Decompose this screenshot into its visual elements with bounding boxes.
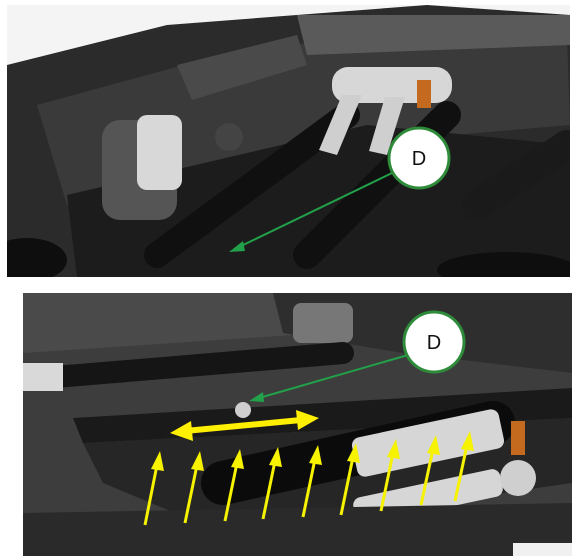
lift-arrow: [453, 431, 474, 502]
bottom-rail-upper: [32, 342, 354, 389]
lift-arrow: [261, 447, 282, 520]
top-callout-d: D: [387, 126, 451, 190]
lift-arrow: [183, 451, 204, 524]
top-callout-circle: [387, 126, 451, 190]
bottom-rail-end: [23, 363, 63, 391]
bottom-pointer-arrowhead: [249, 392, 264, 402]
bottom-mechanism-illustration: D: [23, 293, 572, 556]
top-motor-cap: [137, 115, 182, 190]
top-actuator-far: [462, 130, 570, 220]
lift-arrow: [379, 439, 400, 512]
top-actuator-left: [144, 102, 360, 268]
lift-arrow: [301, 445, 322, 518]
top-upper-rail: [297, 15, 570, 55]
top-clamp-accent: [417, 80, 431, 108]
top-knob: [215, 123, 243, 151]
bottom-callout-d: D: [402, 310, 466, 374]
bottom-pointer-arrow: [258, 354, 409, 399]
bottom-actuator-accent: [511, 421, 525, 455]
bottom-slide-direction-arrow: [170, 410, 319, 441]
top-pointer-arrow: [238, 172, 393, 248]
bottom-lift-arrows: [143, 431, 474, 526]
bottom-upper-frame: [23, 293, 323, 353]
top-wheel-left: [7, 238, 67, 277]
bottom-callout-circle: [402, 310, 466, 374]
bottom-double-arrow-shaft: [184, 417, 302, 434]
bottom-actuator-sleeve: [351, 409, 505, 477]
bottom-pivot: [500, 460, 536, 496]
bottom-lower-frame: [23, 503, 572, 556]
bottom-mechanism-image: D: [23, 293, 572, 556]
lift-arrow: [339, 443, 360, 516]
bottom-callout-label: D: [427, 332, 441, 354]
top-wheel-right: [437, 252, 570, 277]
lift-arrow: [419, 435, 440, 506]
bottom-double-arrow-head-left: [170, 421, 193, 441]
bottom-double-arrow-head-right: [296, 410, 319, 430]
lift-arrow: [223, 449, 244, 522]
top-clamp-arm-left: [319, 95, 362, 155]
top-callout-label: D: [412, 148, 426, 170]
bottom-bracket: [293, 303, 353, 343]
top-pointer-arrowhead: [229, 241, 245, 252]
top-mechanism-illustration: D: [7, 5, 570, 277]
bottom-label-patch: [513, 543, 572, 556]
top-mechanism-image: D: [7, 5, 570, 277]
lift-arrow: [143, 451, 164, 526]
top-clamp-arm-right: [369, 97, 405, 155]
bottom-bolt: [235, 402, 251, 418]
top-bracket: [177, 35, 307, 100]
